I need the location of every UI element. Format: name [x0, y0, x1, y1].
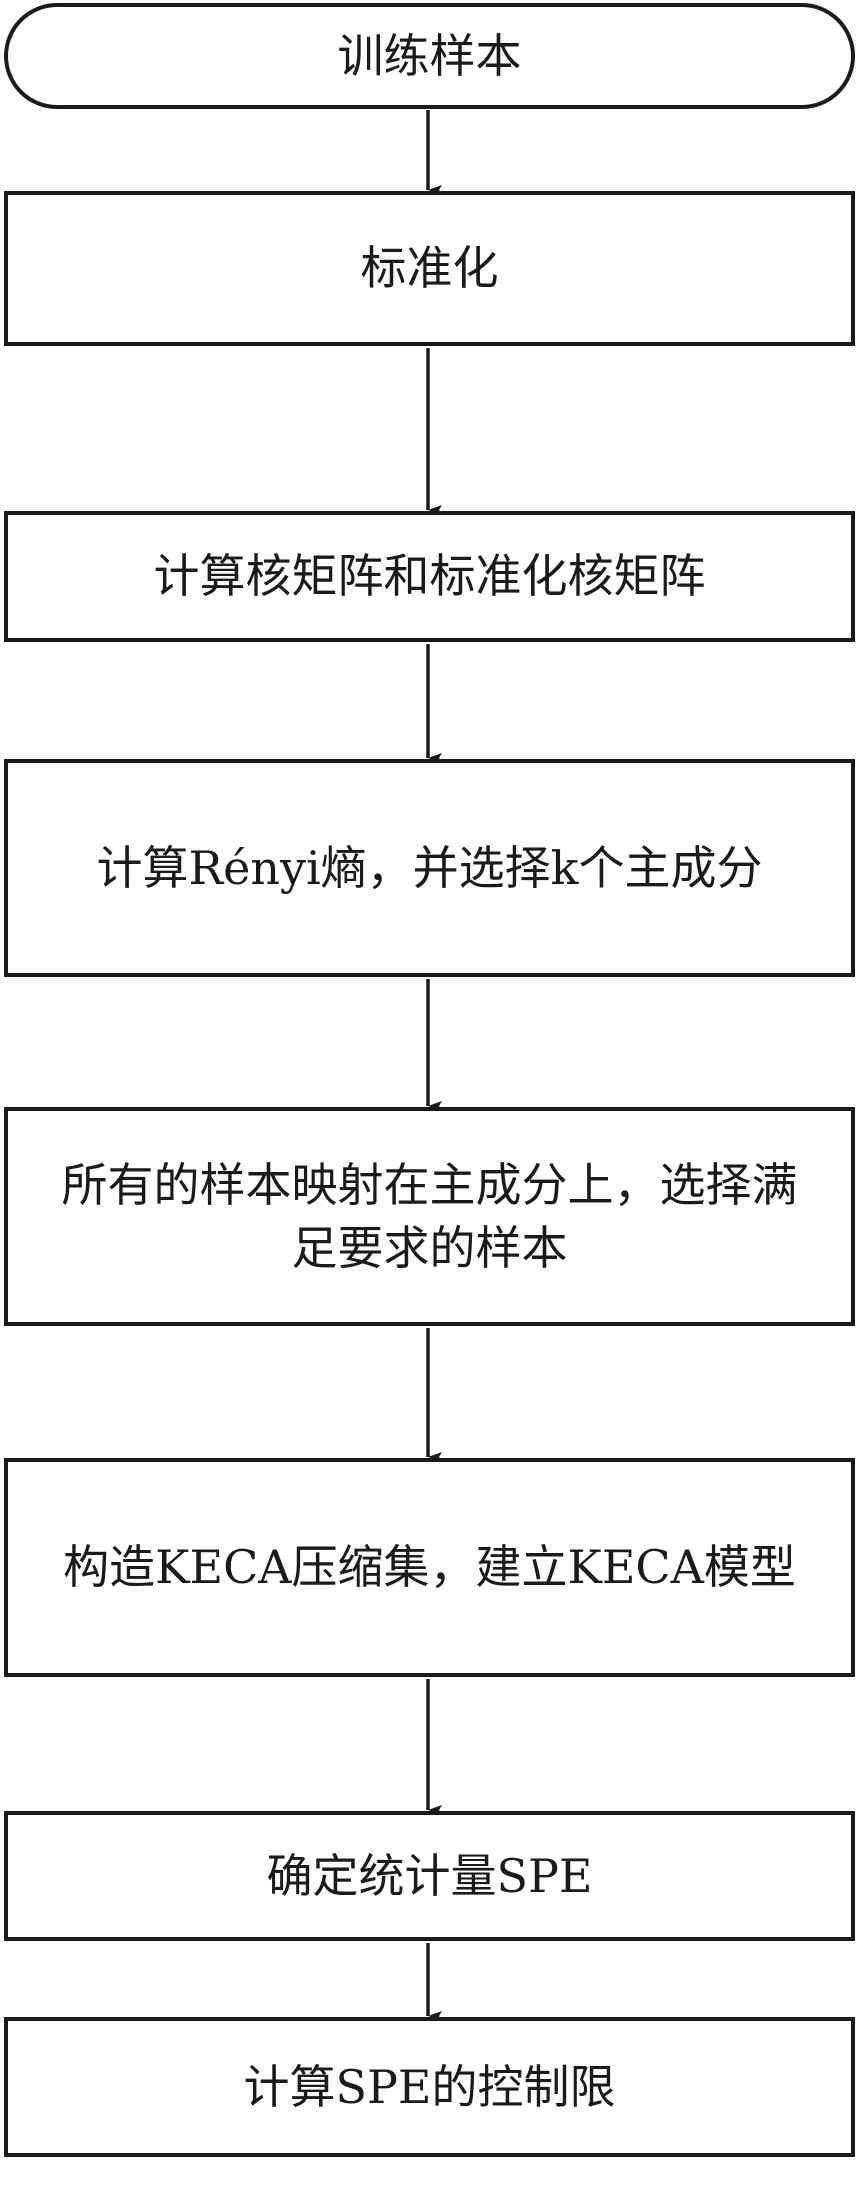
- step-standardize: 标准化: [4, 191, 855, 346]
- node-label: 计算核矩阵和标准化核矩阵: [153, 549, 706, 604]
- step-build-keca-model: 构造KECA压缩集，建立KECA模型: [4, 1458, 855, 1677]
- start-node-training-samples: 训练样本: [4, 3, 855, 109]
- step-spe-control-limit: 计算SPE的控制限: [4, 2017, 855, 2157]
- node-label: 确定统计量SPE: [266, 1848, 593, 1903]
- step-renyi-entropy: 计算Rényi熵，并选择k个主成分: [4, 759, 855, 977]
- step-map-samples: 所有的样本映射在主成分上，选择满足要求的样本: [4, 1107, 855, 1326]
- node-label: 训练样本: [337, 28, 522, 83]
- node-label: 构造KECA压缩集，建立KECA模型: [63, 1540, 796, 1595]
- node-label: 所有的样本映射在主成分上，选择满足要求的样本: [61, 1158, 798, 1275]
- step-spe-statistic: 确定统计量SPE: [4, 1811, 855, 1941]
- node-label: 计算SPE的控制限: [243, 2059, 616, 2114]
- node-label: 标准化: [360, 241, 499, 296]
- step-kernel-matrix: 计算核矩阵和标准化核矩阵: [4, 511, 855, 642]
- node-label: 计算Rényi熵，并选择k个主成分: [96, 840, 763, 895]
